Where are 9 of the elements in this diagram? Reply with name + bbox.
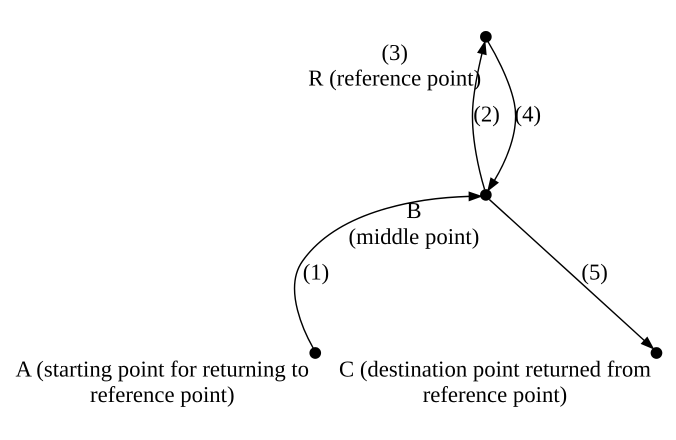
node-label: (middle point) (348, 223, 480, 248)
edge-label: (5) (581, 258, 608, 284)
node-label: B (406, 198, 422, 223)
node-label: C (destination point returned from reference point) (339, 356, 651, 406)
edge-label: (4) (514, 100, 542, 126)
edge-label: (1) (302, 258, 330, 284)
node-label: A (starting point for returning to reference point) (15, 356, 310, 406)
edge-label: (2) (473, 100, 500, 126)
node-label: (3) (381, 40, 408, 65)
